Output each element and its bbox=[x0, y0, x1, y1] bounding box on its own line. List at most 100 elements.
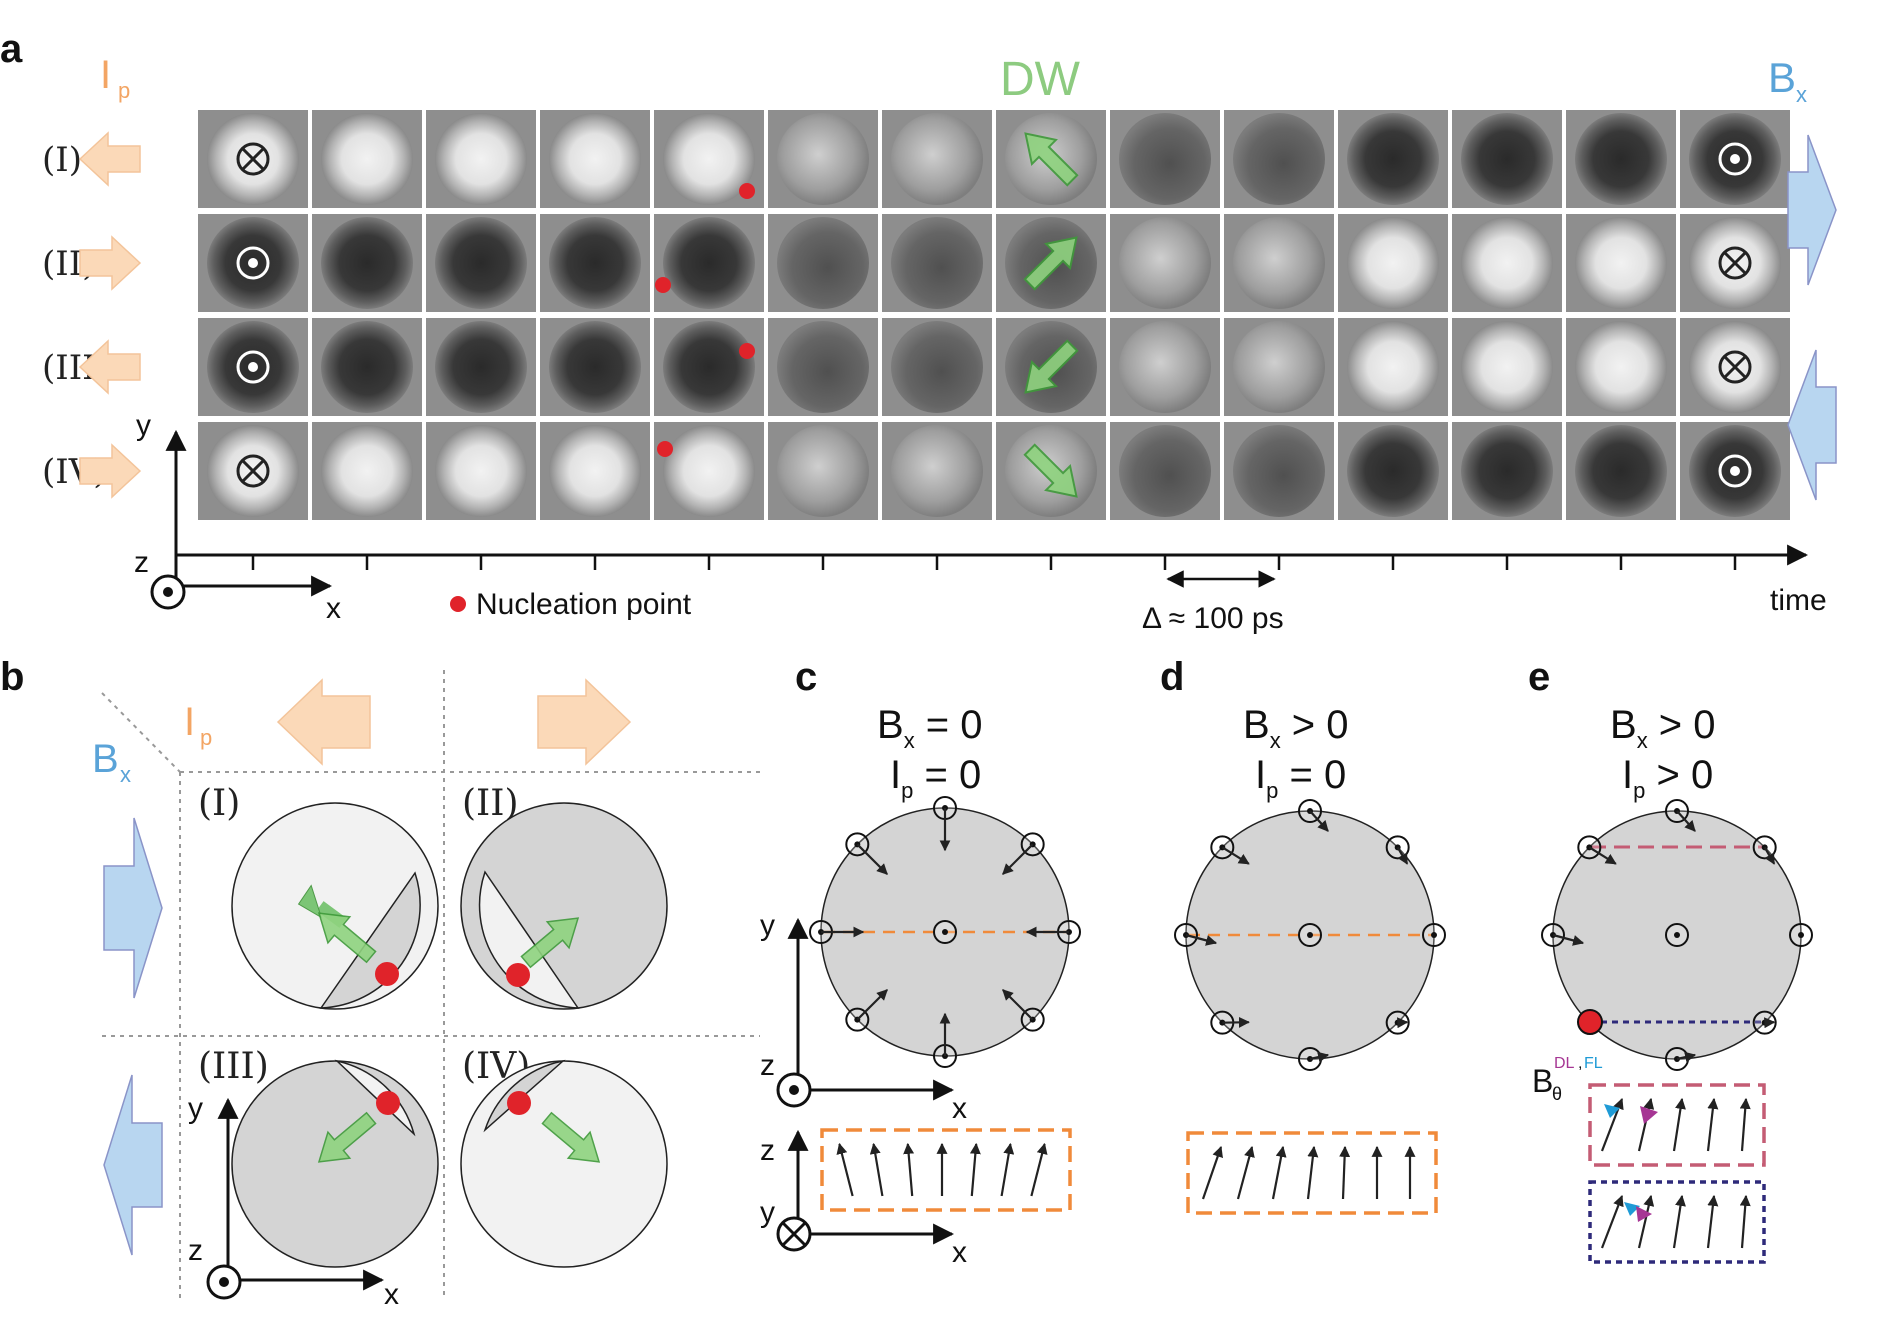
cell-i-label: (I) bbox=[198, 783, 240, 824]
frame bbox=[540, 110, 650, 208]
dw-arrow-b bbox=[317, 1111, 377, 1163]
axis-x-b: x bbox=[384, 1278, 399, 1311]
bx-arrow-right bbox=[1787, 134, 1837, 286]
row-label: (I) bbox=[42, 140, 82, 180]
time-label: time bbox=[1770, 584, 1827, 617]
spin-arrow bbox=[903, 1142, 915, 1197]
axes-c-side: z y x bbox=[760, 1129, 967, 1269]
axes-a: y x z bbox=[134, 409, 341, 625]
spin-arrow bbox=[1637, 1097, 1655, 1152]
axis2-y-c: y bbox=[760, 1196, 775, 1229]
out-of-page-icon bbox=[1789, 923, 1813, 947]
frame bbox=[654, 318, 764, 416]
bx-arrow-left bbox=[1787, 349, 1837, 501]
frame bbox=[426, 214, 536, 312]
frame bbox=[882, 422, 992, 520]
panel-e: e Bx > 0 Ip > 0 B θ DL , FL bbox=[1528, 655, 1813, 1264]
spin-arrow bbox=[1600, 1194, 1624, 1249]
panel-c-letter: c bbox=[795, 655, 817, 699]
spin-arrow bbox=[1552, 933, 1585, 946]
cell-iv: (IV) bbox=[460, 1046, 668, 1268]
frame bbox=[1680, 318, 1790, 416]
frame bbox=[426, 110, 536, 208]
frame bbox=[1566, 422, 1676, 520]
side-spins-d bbox=[1201, 1145, 1416, 1200]
frame bbox=[996, 214, 1106, 312]
nucleation-legend: Nucleation point bbox=[450, 588, 692, 621]
axis-y-b: y bbox=[188, 1092, 203, 1125]
bx-header-b: B x bbox=[92, 737, 131, 787]
spin-arrow bbox=[1339, 1145, 1351, 1200]
frame bbox=[1338, 110, 1448, 208]
spin-arrow bbox=[1676, 810, 1696, 832]
frame bbox=[540, 422, 650, 520]
bx-subscript-b: x bbox=[120, 762, 131, 787]
b-theta: B bbox=[1532, 1063, 1553, 1099]
panel-e-line2: Ip > 0 bbox=[1622, 753, 1713, 803]
spin-arrow bbox=[1002, 989, 1034, 1021]
nucleation-legend-label: Nucleation point bbox=[476, 588, 692, 621]
delta-label: Δ ≈ 100 ps bbox=[1142, 602, 1284, 635]
frame bbox=[1452, 318, 1562, 416]
cell-iii-label: (III) bbox=[198, 1046, 269, 1087]
bx-arrow-left-b bbox=[103, 1074, 163, 1256]
b-theta-comma: , bbox=[1578, 1055, 1582, 1072]
spin-arrow bbox=[1763, 846, 1776, 865]
frame bbox=[1110, 318, 1220, 416]
cell-ii: (II) bbox=[460, 783, 668, 1010]
nucleation-dot-e bbox=[1577, 1009, 1603, 1035]
frame bbox=[198, 214, 308, 312]
spin-arrow bbox=[1739, 1194, 1751, 1249]
frame bbox=[768, 318, 878, 416]
frame bbox=[1680, 214, 1790, 312]
frame bbox=[1110, 214, 1220, 312]
axes-c: y x z bbox=[760, 909, 967, 1125]
frame bbox=[1338, 318, 1448, 416]
spin-arrow bbox=[1706, 1194, 1719, 1249]
frame bbox=[996, 110, 1106, 208]
ip-arrow-right bbox=[79, 443, 142, 499]
frame bbox=[1110, 422, 1220, 520]
dl-torque-icon bbox=[1636, 1206, 1652, 1222]
spin-arrow bbox=[836, 1142, 854, 1197]
frame bbox=[198, 110, 308, 208]
frame bbox=[768, 110, 878, 208]
out-of-page-icon bbox=[1718, 454, 1752, 488]
side-spins-e bbox=[1600, 1097, 1751, 1249]
dw-label: DW bbox=[1000, 53, 1081, 106]
side-view-box-e-top bbox=[1588, 1083, 1766, 1167]
spin-arrow bbox=[1002, 843, 1034, 875]
ip-arrows-a bbox=[78, 131, 142, 499]
out-of-page-icon bbox=[1298, 923, 1322, 947]
cell-ii-label: (II) bbox=[462, 783, 519, 824]
row-labels: (I)(II)(III)(IV) bbox=[42, 140, 109, 492]
frame bbox=[540, 214, 650, 312]
frame bbox=[1452, 214, 1562, 312]
cell-i: (I) bbox=[198, 783, 439, 1010]
panel-b-dw-arrows bbox=[317, 912, 601, 1163]
bx-arrow-right-b bbox=[103, 817, 163, 999]
out-of-page-icon bbox=[1665, 923, 1689, 947]
frame bbox=[1338, 422, 1448, 520]
out-of-page-icon bbox=[1422, 923, 1446, 947]
nucleation-dot bbox=[655, 277, 671, 293]
spin-arrow bbox=[869, 1142, 884, 1197]
nucleation-legend-dot bbox=[450, 596, 466, 612]
frame bbox=[996, 422, 1106, 520]
out-of-page-icon bbox=[236, 350, 270, 384]
dl-torque-icon bbox=[1640, 1106, 1658, 1124]
axis2-x-c: x bbox=[952, 1236, 967, 1269]
dw-arrow-b bbox=[520, 917, 580, 969]
spin-arrow bbox=[1236, 1145, 1255, 1200]
spin-arrow bbox=[1676, 1051, 1697, 1063]
spin-arrow bbox=[1637, 1194, 1655, 1249]
into-page-icon bbox=[236, 454, 270, 488]
nucleation-dot-iii bbox=[376, 1091, 400, 1115]
spin-arrow bbox=[1396, 846, 1409, 865]
b-theta-sub: θ bbox=[1552, 1084, 1562, 1104]
spin-arrow bbox=[1271, 1145, 1287, 1200]
frame bbox=[654, 110, 764, 208]
panel-d-letter: d bbox=[1160, 655, 1184, 699]
axis-z-c: z bbox=[760, 1049, 775, 1082]
